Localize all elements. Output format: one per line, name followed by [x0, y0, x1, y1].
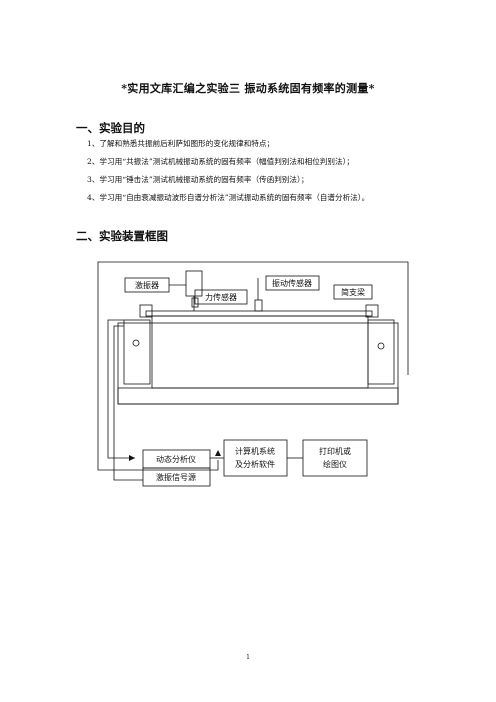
left-support-bolt	[132, 339, 140, 347]
vibration-sensor-label: 振动传感器	[272, 278, 312, 288]
signal-source-label: 激振信号源	[156, 472, 196, 482]
section-heading-apparatus: 二、实验装置框图	[76, 229, 168, 243]
objective-item-1: 1、了解和熟悉共振前后利萨如图形的变化规律和特点；	[87, 139, 275, 148]
exciter-box	[185, 270, 203, 297]
force-sensor-label-box	[194, 289, 248, 305]
exciter-wire	[113, 325, 143, 481]
left-support	[123, 319, 151, 385]
objective-item-4: 4、学习用“自由衰减振动波形自谱分析法”测试振动系统的固有频率（自谱分析法）。	[87, 193, 370, 202]
printer-box	[302, 439, 368, 477]
force-sensor-label: 力传感器	[205, 292, 237, 302]
objective-item-3: 3、学习用“锤击法”测试机械振动系统的固有频率（传函判别法）；	[87, 175, 309, 184]
computer-label-line2: 及分析软件	[235, 459, 275, 469]
arrow-inner	[129, 455, 135, 461]
printer-label-line2: 绘图仪	[323, 459, 347, 469]
outer-signal-wire	[97, 261, 409, 471]
right-support-bolt	[377, 342, 385, 350]
exciter-label: 激振器	[135, 280, 159, 290]
beam-label-box	[333, 284, 373, 300]
computer-label-line1: 计算机系统	[235, 446, 275, 456]
right-support	[367, 319, 395, 385]
vibration-sensor-label-box	[265, 275, 320, 291]
base-outer	[117, 322, 399, 405]
page-number: 1	[246, 654, 250, 661]
arrow-outer	[215, 450, 221, 456]
simply-supported-beam	[145, 310, 373, 317]
base-inner	[151, 315, 369, 389]
computer-box	[223, 439, 288, 477]
objective-item-2: 2、学习用“共振法”测试机械振动系统的固有频率（幅值判别法和相位判别法）；	[87, 157, 354, 166]
dynamic-analyzer-label: 动态分析仪	[156, 454, 196, 464]
base-plate	[117, 387, 399, 405]
inner-signal-wire	[107, 319, 135, 459]
printer-label-line1: 打印机或	[319, 446, 351, 456]
signal-source-box	[142, 467, 211, 487]
beam-label: 简支梁	[341, 287, 365, 297]
page-title: *实用文库汇编之实验三 振动系统固有频率的测量*	[121, 82, 375, 95]
vibration-sensor-block	[254, 299, 263, 312]
section-heading-objectives: 一、实验目的	[76, 121, 145, 135]
